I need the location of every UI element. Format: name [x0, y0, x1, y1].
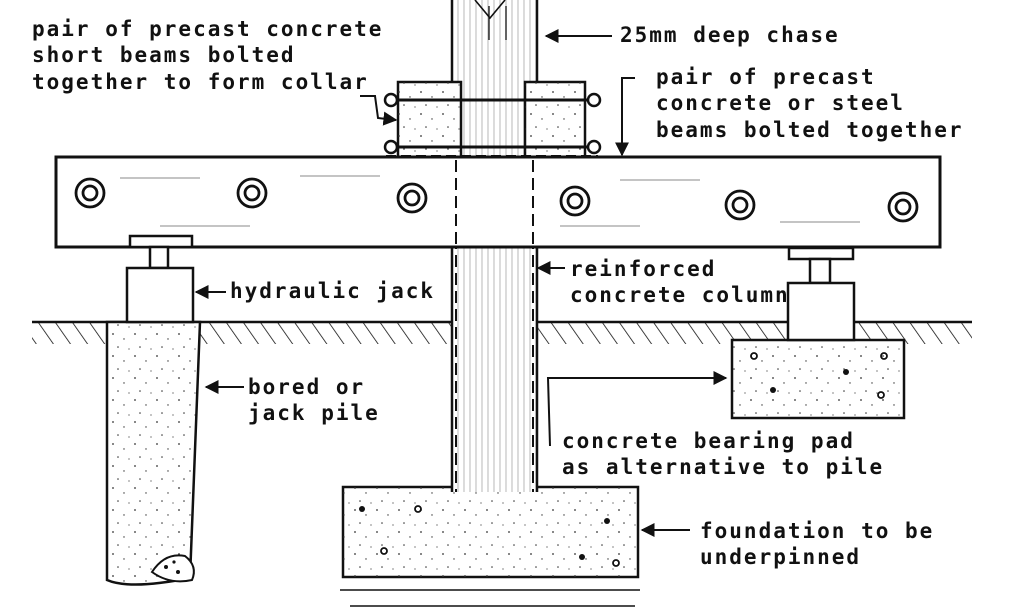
label-column-line-2: concrete column [570, 283, 790, 308]
label-collar-line-2: short beams bolted [32, 43, 296, 68]
label-pile: bored or jack pile [248, 374, 380, 427]
foundation [340, 485, 640, 607]
label-chase: 25mm deep chase [620, 23, 840, 47]
label-bearing-pad-line-2: as alternative to pile [562, 455, 885, 480]
label-foundation: foundation to be underpinned [700, 518, 934, 571]
label-pile-line-2: jack pile [248, 401, 380, 426]
hydraulic-jack-left [125, 234, 195, 324]
label-beams: pair of precast concrete or steel beams … [656, 64, 964, 143]
label-column: reinforced concrete column [570, 256, 790, 309]
label-collar-line-3: together to form collar [32, 69, 369, 94]
collar-bolts [383, 92, 602, 155]
hydraulic-jack-right [786, 246, 856, 342]
bearing-pad [730, 338, 906, 420]
label-bearing-pad: concrete bearing pad as alternative to p… [562, 428, 884, 481]
leader-lines [194, 29, 728, 537]
label-bearing-pad-line-1: concrete bearing pad [562, 429, 855, 453]
label-beams-line-2: concrete or steel [656, 91, 905, 116]
bored-pile [105, 320, 202, 586]
needle-beam [54, 155, 942, 249]
label-collar-line-1: pair of precast concrete [32, 17, 384, 41]
label-hydraulic-jack: hydraulic jack [230, 279, 436, 303]
beam-bolts [74, 177, 919, 223]
label-beams-line-3: beams bolted together [656, 117, 964, 142]
label-column-line-1: reinforced [570, 257, 717, 281]
label-pile-line-1: bored or [248, 375, 366, 399]
label-collar: pair of precast concrete short beams bol… [32, 16, 383, 95]
collar-beams [383, 80, 602, 162]
label-beams-line-1: pair of precast [656, 65, 876, 89]
label-foundation-line-1: foundation to be [700, 519, 935, 543]
label-foundation-line-2: underpinned [700, 545, 862, 570]
